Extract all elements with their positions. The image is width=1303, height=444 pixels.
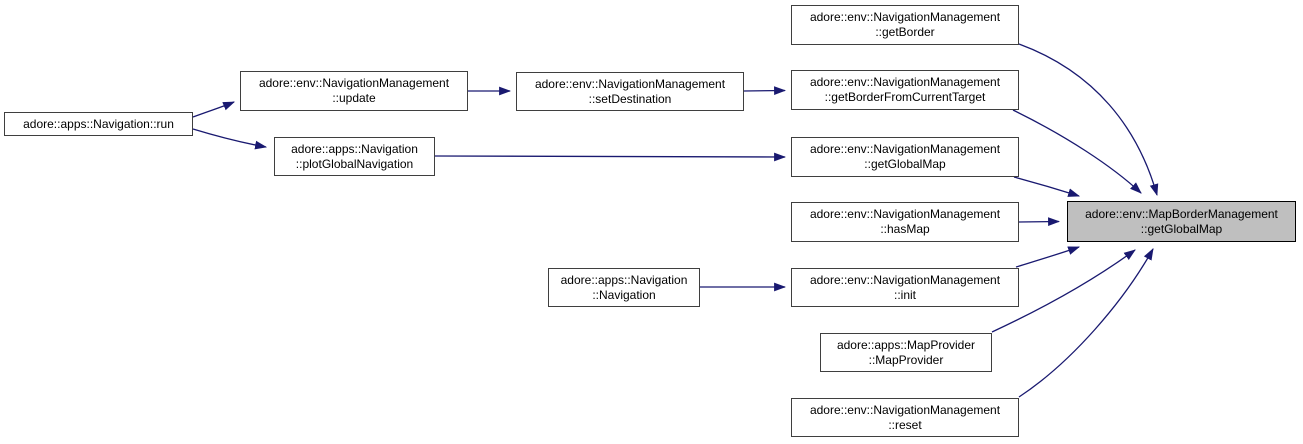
node-label: adore::apps::MapProvider xyxy=(836,337,976,352)
node-navigationmanagement-getglobalmap[interactable]: adore::env::NavigationManagement ::getGl… xyxy=(791,137,1019,177)
edge-getborder-target xyxy=(1018,43,1159,197)
node-label: adore::env::NavigationManagement xyxy=(809,75,1001,89)
edge-reset-target xyxy=(1018,248,1154,398)
node-label: ::getBorderFromCurrentTarget xyxy=(824,90,986,104)
node-label: adore::env::NavigationManagement xyxy=(809,142,1001,156)
node-label: adore::env::NavigationManagement xyxy=(809,207,1001,221)
edge-setdestination-getborderfromcurrenttarget xyxy=(743,86,787,95)
node-label: adore::apps::Navigation::run xyxy=(23,116,174,131)
node-label: ::getGlobalMap xyxy=(1140,221,1223,236)
edge-getborderfromcurrenttarget-target xyxy=(1012,109,1142,194)
node-navigationmanagement-update[interactable]: adore::env::NavigationManagement ::updat… xyxy=(240,71,468,111)
node-label: ::plotGlobalNavigation xyxy=(295,156,414,171)
node-navigation-plotglobalnavigation[interactable]: adore::apps::Navigation ::plotGlobalNavi… xyxy=(274,137,435,176)
node-navigationmanagement-reset[interactable]: adore::env::NavigationManagement ::reset xyxy=(791,398,1019,437)
node-label: adore::apps::Navigation xyxy=(560,272,688,287)
node-label: ::setDestination xyxy=(588,91,672,106)
edge-hasmap-target xyxy=(1018,217,1061,226)
node-navigationmanagement-getborderfromcurrenttarget[interactable]: adore::env::NavigationManagement ::getBo… xyxy=(791,70,1019,110)
node-label: adore::env::NavigationManagement xyxy=(809,272,1001,287)
edge-plotglobalnavigation-getglobalmap xyxy=(434,152,787,162)
node-label: adore::env::NavigationManagement xyxy=(534,76,726,91)
node-label: ::getBorder xyxy=(875,25,935,39)
node-label: adore::env::NavigationManagement xyxy=(809,402,1001,417)
node-label: ::MapProvider xyxy=(868,352,944,367)
node-label: adore::env::MapBorderManagement xyxy=(1085,206,1278,221)
node-label: adore::env::NavigationManagement xyxy=(809,10,1001,24)
node-label: adore::env::NavigationManagement xyxy=(258,76,450,90)
node-label: ::init xyxy=(893,287,916,302)
edge-init-target xyxy=(1015,246,1081,268)
node-label: ::update xyxy=(332,91,376,105)
node-label: ::hasMap xyxy=(880,222,930,236)
node-label: adore::apps::Navigation xyxy=(291,141,418,156)
node-navigation-run[interactable]: adore::apps::Navigation::run xyxy=(4,112,193,136)
node-navigationmanagement-init[interactable]: adore::env::NavigationManagement ::init xyxy=(791,268,1019,307)
edge-run-update xyxy=(192,101,236,118)
node-mapprovider-constructor[interactable]: adore::apps::MapProvider ::MapProvider xyxy=(820,333,992,372)
edge-run-plotglobalnavigation xyxy=(192,128,268,150)
node-navigation-constructor[interactable]: adore::apps::Navigation ::Navigation xyxy=(548,268,700,307)
edge-mapprovider-target xyxy=(991,249,1136,333)
node-label: ::reset xyxy=(888,417,922,432)
node-label: ::getGlobalMap xyxy=(864,157,946,171)
node-navigationmanagement-setdestination[interactable]: adore::env::NavigationManagement ::setDe… xyxy=(516,72,744,111)
node-label: ::Navigation xyxy=(592,287,656,302)
node-navigationmanagement-hasmap[interactable]: adore::env::NavigationManagement ::hasMa… xyxy=(791,202,1019,242)
node-navigationmanagement-getborder[interactable]: adore::env::NavigationManagement ::getBo… xyxy=(791,5,1019,45)
edge-getglobalmap-target xyxy=(1013,176,1081,197)
node-mapbordermanagement-getglobalmap-current: adore::env::MapBorderManagement ::getGlo… xyxy=(1067,201,1296,242)
